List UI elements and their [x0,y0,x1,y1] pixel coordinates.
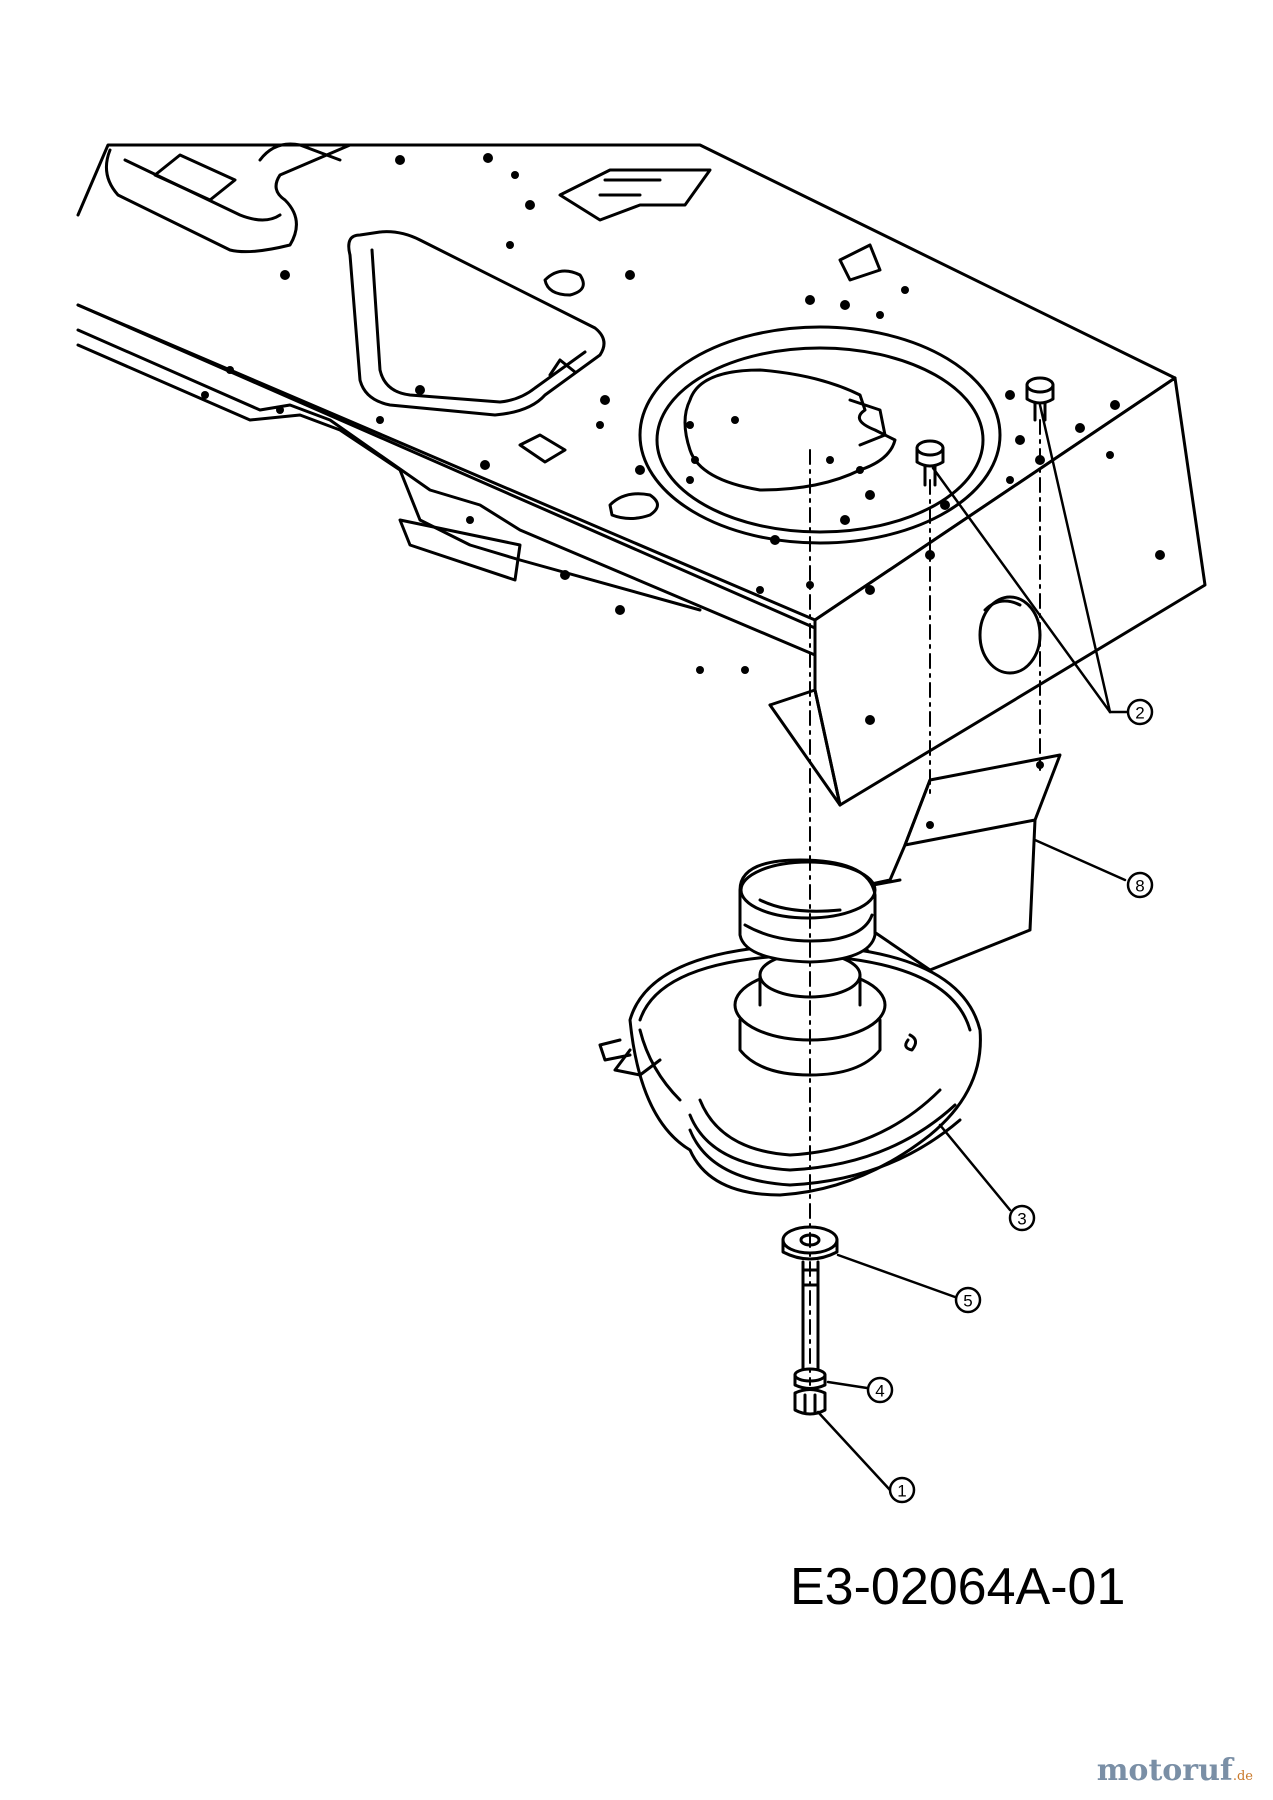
watermark-domain: .de [1232,1769,1253,1784]
watermark-logo: motoruf.de [1097,1753,1253,1788]
callout-1: 1 [888,1476,916,1504]
callout-bubbles: 2 8 3 5 4 1 [866,698,1154,1504]
callout-8-label: 8 [1135,877,1144,896]
callout-4-label: 4 [875,1382,884,1401]
callout-5: 5 [954,1286,982,1314]
callout-1-label: 1 [897,1482,906,1501]
bolt-2-right [1025,376,1055,422]
leader-lines [816,403,1130,1492]
callout-4: 4 [866,1376,894,1404]
tractor-frame [76,142,1207,807]
callout-2-label: 2 [1135,704,1144,723]
nut-1 [793,1388,827,1416]
callout-2: 2 [1126,698,1154,726]
alignment-lines [809,419,1041,1386]
watermark-brand: motoruf [1096,1753,1233,1788]
diagram-code: E3-02064A-01 [790,1558,1126,1616]
callout-3-label: 3 [1017,1210,1026,1229]
callout-3: 3 [1008,1204,1036,1232]
callout-8: 8 [1126,871,1154,899]
bolt-shaft [801,1260,820,1372]
pto-clutch-3 [598,858,982,1197]
bolt-2-left [915,439,945,487]
callout-5-label: 5 [963,1292,972,1311]
